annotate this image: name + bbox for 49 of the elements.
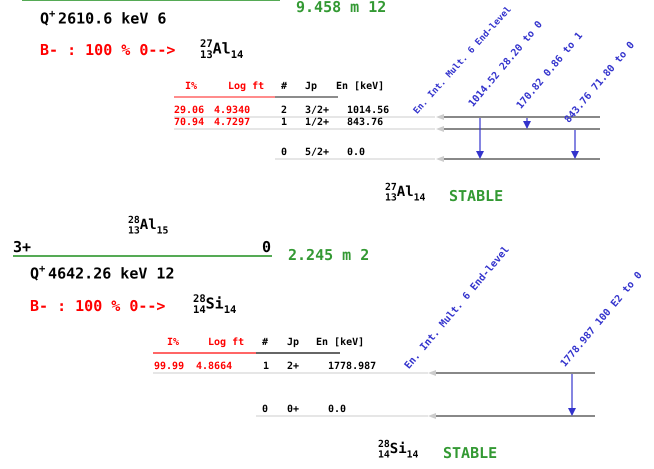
column-header: I% xyxy=(185,81,198,93)
table-value: 0 xyxy=(262,404,268,416)
gamma-arrow xyxy=(571,130,579,159)
half-life-value: 9.458 m 12 xyxy=(296,0,386,16)
table-value: 1/2+ xyxy=(305,117,330,129)
table-value: 843.76 xyxy=(347,117,384,129)
table-value: 5/2+ xyxy=(305,147,330,159)
table-value: 1014.56 xyxy=(347,105,390,117)
table-value: 2 xyxy=(281,105,288,117)
table-value: 3/2+ xyxy=(305,105,330,117)
gamma-arrow xyxy=(523,118,531,129)
column-header: Jp xyxy=(287,337,300,349)
gamma-arrow xyxy=(476,118,484,159)
energy-level-line xyxy=(428,370,595,376)
column-header: # xyxy=(281,81,288,93)
q-value: Q$^{+}$ 4642.26 keV 12 xyxy=(30,263,174,282)
column-header: Jp xyxy=(305,81,318,93)
table-value: 4.9340 xyxy=(214,105,250,117)
decay-mode-label: B- : 100 % 0--> xyxy=(40,41,176,59)
level-energy: 0 xyxy=(262,238,272,256)
column-header: # xyxy=(262,337,268,349)
table-value: 0+ xyxy=(287,404,300,416)
table-value: 0 xyxy=(281,147,288,159)
decay-mode-label: B- : 100 % 0--> xyxy=(30,297,166,315)
table-value: 1 xyxy=(263,361,270,373)
gamma-arrow xyxy=(568,374,576,416)
spin-label: 3+ xyxy=(13,238,32,256)
table-value: 99.99 xyxy=(154,361,184,373)
table-value: 0.0 xyxy=(347,147,366,159)
energy-level-line xyxy=(428,413,595,419)
stable-label: STABLE xyxy=(449,187,504,205)
stable-label: STABLE xyxy=(443,444,498,462)
column-header: En [keV] xyxy=(316,337,364,349)
table-value: 70.94 xyxy=(174,117,204,129)
column-header: En [keV] xyxy=(336,81,384,93)
energy-level-line xyxy=(436,156,600,162)
table-value: 2+ xyxy=(287,361,300,373)
table-value: 1 xyxy=(281,117,288,129)
half-life-value: 2.245 m 2 xyxy=(288,246,370,264)
column-header: Log ft xyxy=(228,81,264,93)
table-value: 1778.987 xyxy=(328,361,376,373)
table-value: 4.7297 xyxy=(214,117,250,129)
table-value: 4.8664 xyxy=(196,361,232,373)
energy-level-line xyxy=(436,126,600,132)
column-header: I% xyxy=(167,337,180,349)
table-value: 29.06 xyxy=(174,105,204,117)
column-header: Log ft xyxy=(208,337,244,349)
table-value: 0.0 xyxy=(328,404,346,416)
q-value: Q$^{+}$ 2610.6 keV 6 xyxy=(40,8,166,28)
